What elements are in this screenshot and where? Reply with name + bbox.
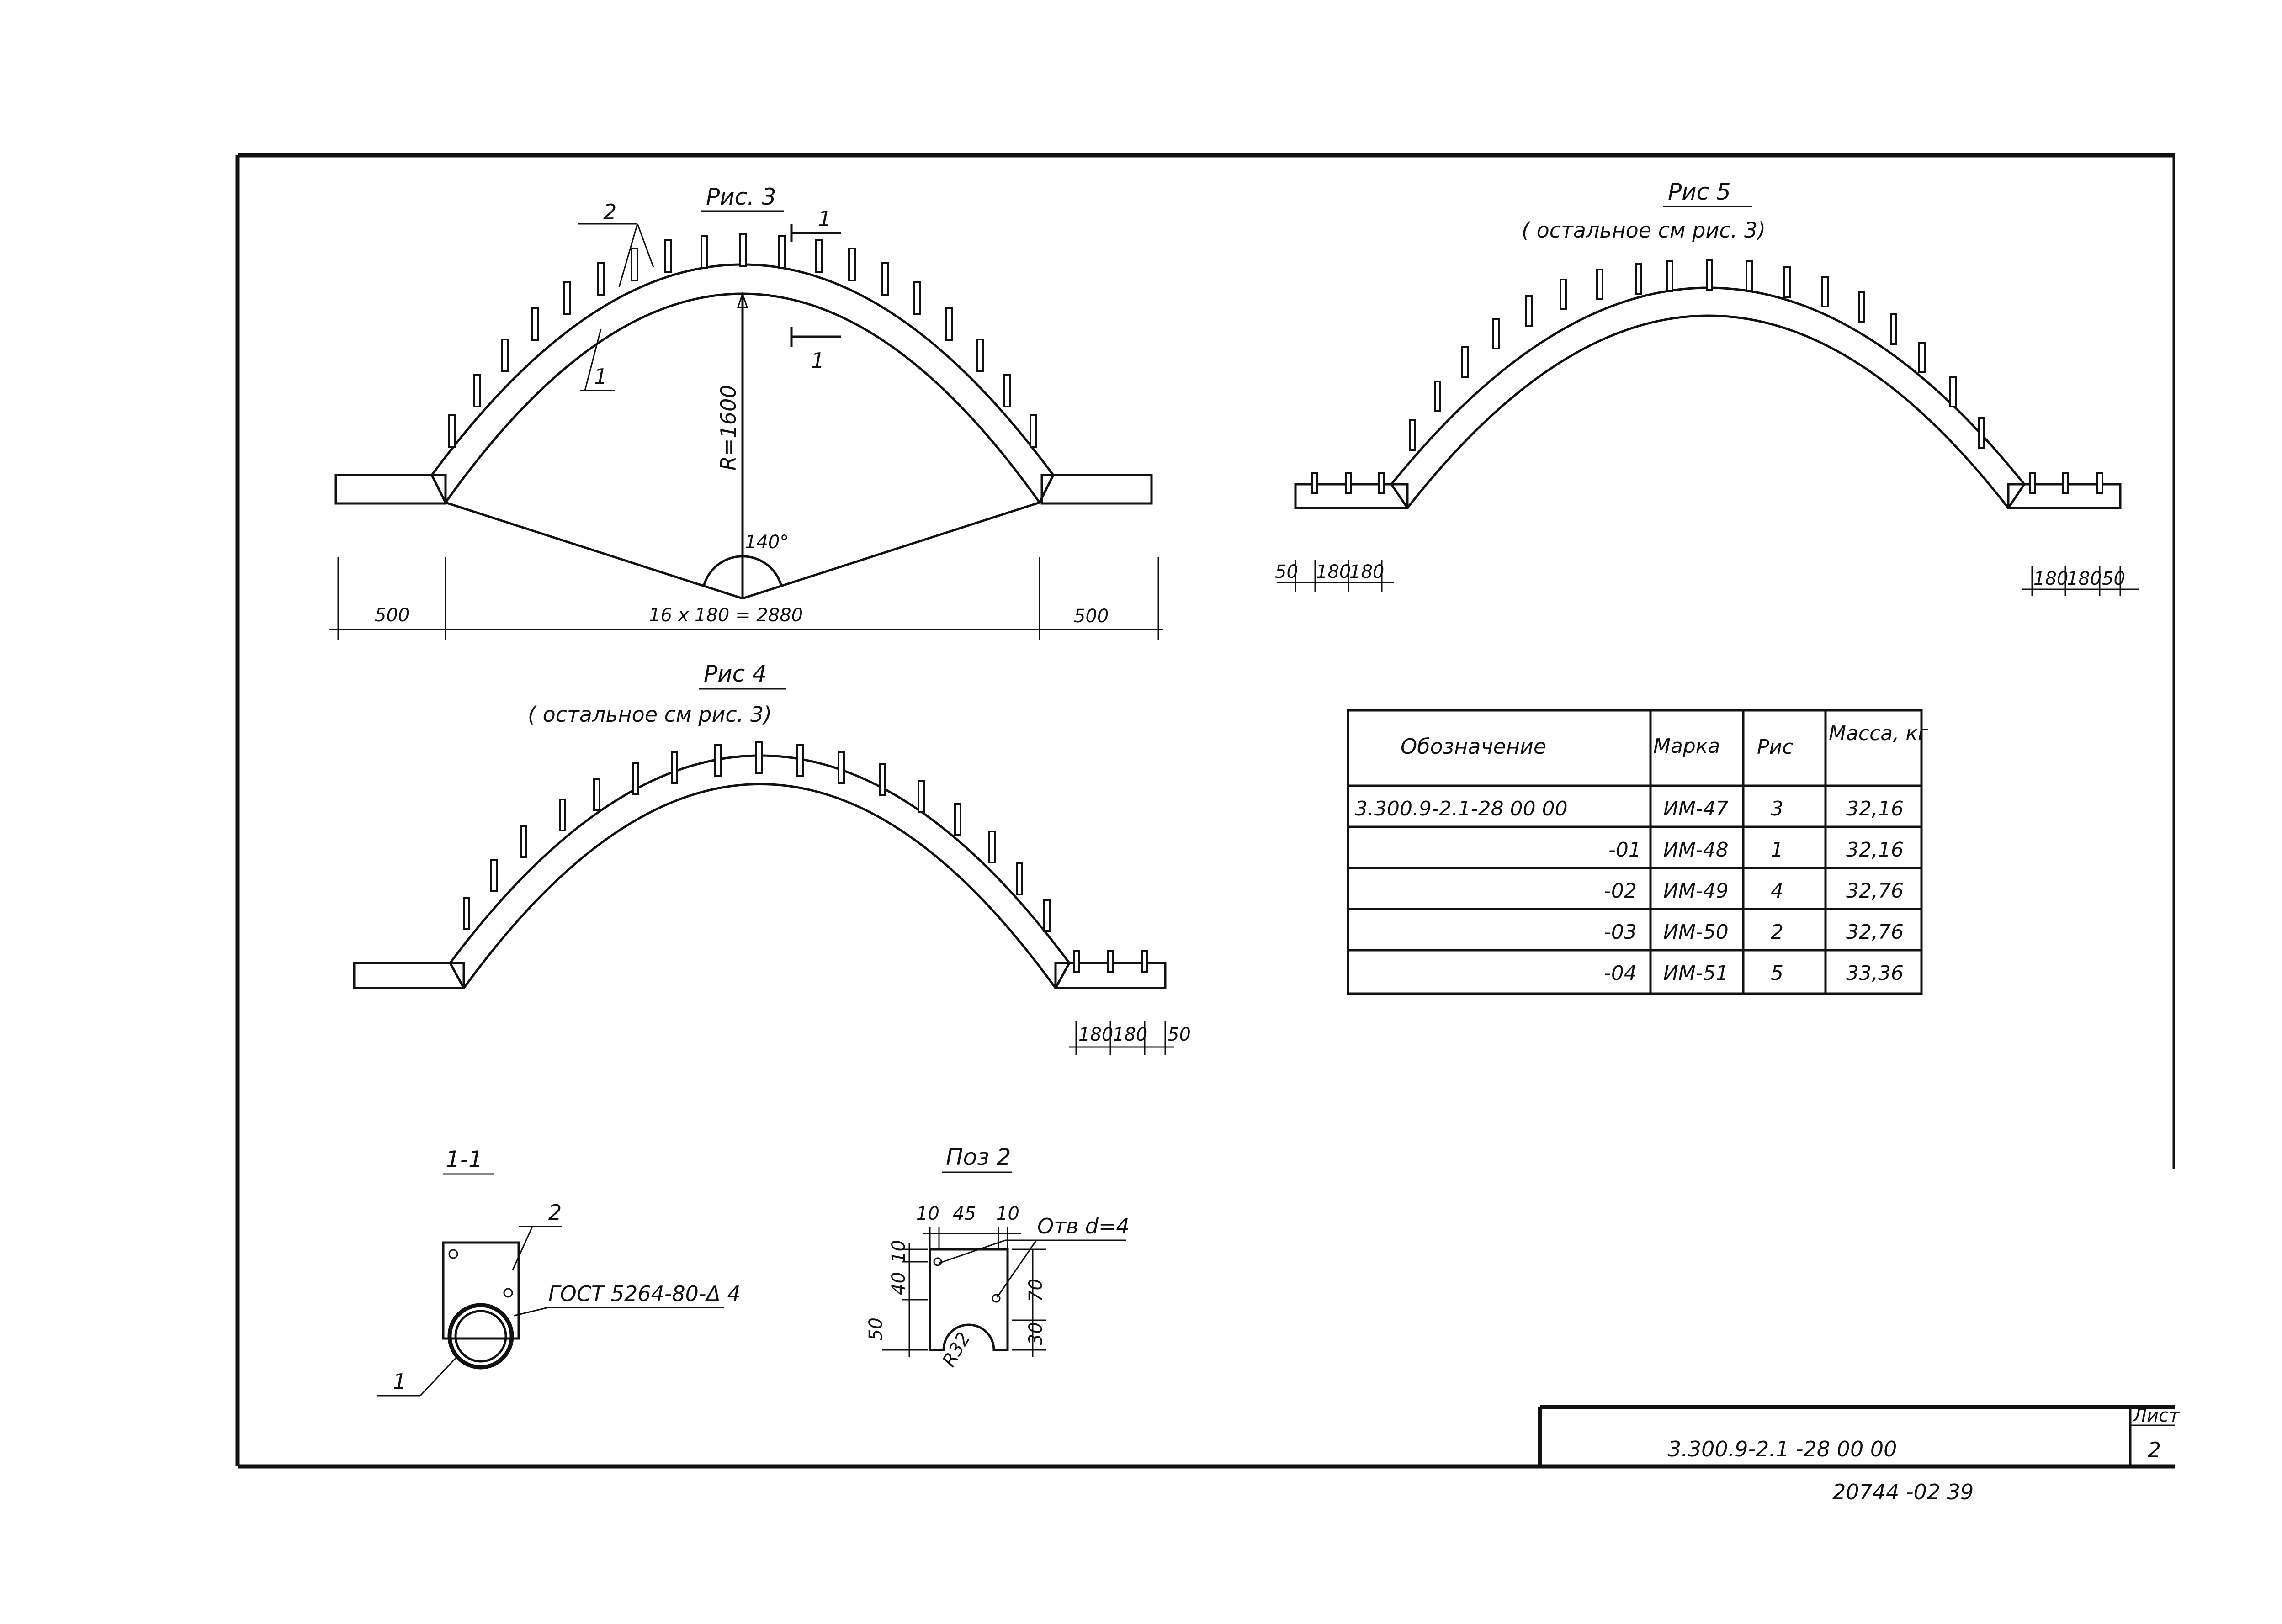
table-row-1-fig: 3 bbox=[1771, 797, 1783, 820]
table-row-5-designation: -04 bbox=[1604, 962, 1637, 985]
fig4-left-leg bbox=[353, 962, 465, 989]
fig4-note: ( остальное см рис. 3) bbox=[528, 702, 772, 727]
table-row-5-mark: ИМ-51 bbox=[1663, 962, 1729, 985]
pos2-dim-left-1: 10 bbox=[888, 1240, 909, 1263]
fig5-title: Рис 5 bbox=[1668, 179, 1731, 205]
fig5-arch-inner bbox=[1406, 314, 2009, 509]
fig5-dim-right-2: 180 bbox=[2067, 568, 2102, 589]
section-1-1: 1-1 2 ГОСТ 5264-80-Δ 4 1 bbox=[377, 1146, 741, 1397]
fig4-title: Рис 4 bbox=[704, 661, 767, 687]
fig5-dim-right-1: 180 bbox=[2033, 568, 2068, 589]
section-gost: ГОСТ 5264-80-Δ 4 bbox=[548, 1281, 741, 1306]
section-title: 1-1 bbox=[446, 1146, 483, 1173]
table-header-mark: Марка bbox=[1653, 735, 1720, 758]
table-row-4-mark: ИМ-50 bbox=[1663, 920, 1729, 944]
fig3-callout-2: 2 bbox=[603, 200, 616, 224]
stamp-sheet-label: Лист bbox=[2132, 1405, 2180, 1426]
table-header-mass: Масса, кг bbox=[1829, 722, 1929, 745]
pos2-plate bbox=[929, 1248, 1009, 1351]
table-row-3-mark: ИМ-49 bbox=[1663, 879, 1729, 903]
table-row-1-mass: 32,16 bbox=[1846, 797, 1904, 820]
pos2-dim-top-3: 10 bbox=[996, 1203, 1019, 1224]
fig4-dim-right-3: 50 bbox=[1168, 1024, 1191, 1045]
table-row-3-fig: 4 bbox=[1771, 879, 1783, 903]
pos2-title: Поз 2 bbox=[946, 1144, 1011, 1170]
figure-3: Рис. 3 R=1600 140° bbox=[329, 184, 1163, 640]
table-row-4-mass: 32,76 bbox=[1846, 920, 1904, 944]
table-row-4-designation: -03 bbox=[1604, 920, 1637, 944]
table-row-2-designation: -01 bbox=[1608, 838, 1641, 862]
table-header-designation: Обозначение bbox=[1401, 734, 1546, 759]
fig4-dim-right-1: 180 bbox=[1078, 1024, 1113, 1045]
fig3-radius: R=1600 bbox=[716, 385, 741, 471]
section-callout-1: 1 bbox=[393, 1369, 406, 1394]
fig4-arch-inner bbox=[462, 783, 1057, 989]
pos2-hole: Отв d=4 bbox=[1037, 1214, 1130, 1238]
table-row-2-mass: 32,16 bbox=[1846, 838, 1904, 862]
pos2-dim-top-1: 10 bbox=[916, 1203, 939, 1224]
stamp-sheet-no: 2 bbox=[2148, 1438, 2161, 1462]
table-row-2-mark: ИМ-48 bbox=[1663, 838, 1729, 862]
fig5-arch-outer bbox=[1390, 286, 2025, 485]
fig3-title: Рис. 3 bbox=[706, 184, 776, 210]
title-block: 3.300.9-2.1 -28 00 00 Лист 2 20744 -02 3… bbox=[1538, 1405, 2180, 1504]
pos2-dim-right-2: 30 bbox=[1025, 1322, 1046, 1345]
stamp-archive: 20744 -02 39 bbox=[1832, 1480, 1974, 1504]
table-row-5-fig: 5 bbox=[1771, 962, 1783, 985]
fig3-dim-left: 500 bbox=[375, 605, 409, 626]
table-header-fig: Рис bbox=[1757, 735, 1793, 759]
fig4-arch-outer bbox=[449, 754, 1071, 964]
table-row-4-fig: 2 bbox=[1771, 920, 1783, 944]
figure-4: Рис 4 ( остальное см рис. 3) bbox=[353, 661, 1191, 1055]
fig3-dim-mid: 16 х 180 = 2880 bbox=[649, 605, 803, 626]
fig5-dim-right-3: 50 bbox=[2102, 568, 2125, 589]
spec-table: Обозначение Марка Рис Масса, кг 3.300.9-… bbox=[1347, 709, 1929, 995]
table-row-3-mass: 32,76 bbox=[1846, 879, 1904, 903]
section-callout-2: 2 bbox=[548, 1200, 562, 1225]
fig3-dim-right: 500 bbox=[1074, 606, 1109, 627]
stamp-code: 3.300.9-2.1 -28 00 00 bbox=[1668, 1437, 1897, 1461]
fig5-dim-left-2: 180 bbox=[1316, 561, 1351, 582]
pos2-dim-left-2: 40 bbox=[888, 1272, 909, 1295]
table-row-1-designation: 3.300.9-2.1-28 00 00 bbox=[1355, 797, 1568, 820]
fig3-section-mark-top: 1 bbox=[818, 206, 831, 231]
fig3-left-leg bbox=[334, 474, 447, 505]
fig3-pins bbox=[448, 233, 1037, 448]
fig5-pins bbox=[1311, 259, 2103, 494]
fig3-callout-1: 1 bbox=[594, 364, 607, 389]
fig5-note: ( остальное см рис. 3) bbox=[1522, 218, 1766, 243]
figure-5: Рис 5 ( остальное см рис. 3) bbox=[1275, 179, 2139, 596]
table-row-1-mark: ИМ-47 bbox=[1663, 797, 1729, 820]
table-row-3-designation: -02 bbox=[1604, 879, 1637, 903]
fig4-dim-right-2: 180 bbox=[1113, 1024, 1147, 1045]
pos2-dim-right-1: 70 bbox=[1025, 1279, 1046, 1302]
fig3-right-leg bbox=[1040, 474, 1153, 505]
fig5-dim-left-1: 50 bbox=[1275, 561, 1298, 582]
fig4-pins bbox=[463, 741, 1148, 973]
fig3-angle: 140° bbox=[745, 532, 789, 553]
sheet-frame bbox=[235, 153, 2175, 1469]
fig5-dim-left-3: 180 bbox=[1349, 561, 1384, 582]
pos2-dim-left-3: 50 bbox=[865, 1317, 886, 1341]
pos-2: Поз 2 10 45 10 Отв d=4 10 40 50 70 30 bbox=[865, 1144, 1130, 1370]
pos2-dim-top-2: 45 bbox=[953, 1203, 976, 1224]
fig3-section-mark-bottom: 1 bbox=[811, 348, 824, 373]
table-row-5-mass: 33,36 bbox=[1846, 962, 1904, 985]
table-row-2-fig: 1 bbox=[1771, 838, 1783, 862]
